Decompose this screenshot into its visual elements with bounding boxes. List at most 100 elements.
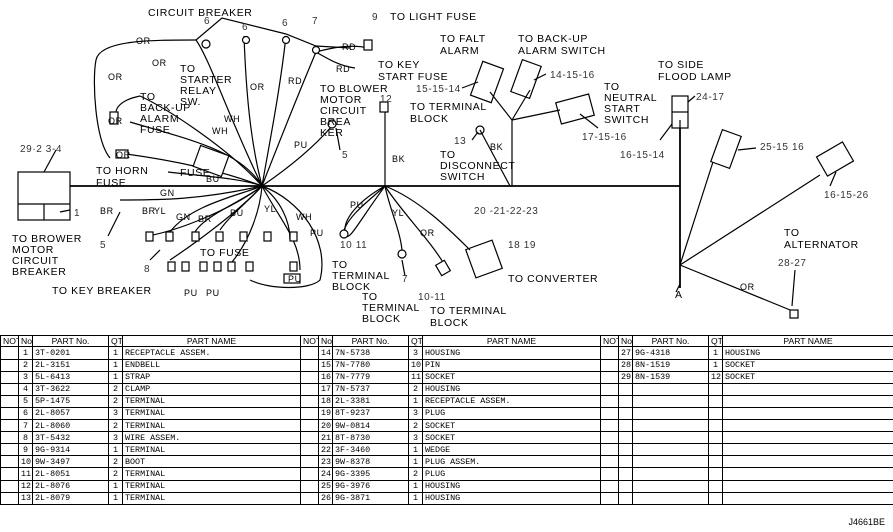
cell-no [618,431,633,445]
svg-text:6: 6 [242,22,248,33]
col-qty: QTY [408,334,423,348]
label-line: TO [440,149,456,161]
svg-text:RD: RD [342,42,356,52]
cell-qty: 3 [408,431,423,445]
cell-no [618,491,633,506]
col-part-name: PART NAME [722,334,893,348]
cell-part-no: 2L-8076 [32,479,109,493]
cell-note [300,455,319,469]
svg-text:PU: PU [310,228,324,238]
cell-note [600,455,619,469]
col-no: No. [318,334,333,348]
svg-text:13: 13 [454,136,466,147]
label-line: NEUTRAL [604,92,657,104]
svg-text:BU: BU [206,174,220,184]
converter-connector [464,239,504,279]
cell-part-no [632,419,709,433]
label-line: TO FALT [440,33,486,45]
svg-text:16-15-14: 16-15-14 [620,150,665,161]
label-line: MOTOR [12,244,54,256]
cell-note [0,406,19,421]
cell-qty [708,431,723,445]
cell-part-no [632,479,709,493]
cell-part-no: 9G-9314 [32,443,109,457]
label-line: START [604,103,640,115]
cell-part-name: WIRE ASSEM. [122,431,301,445]
cell-qty: 1 [408,455,423,469]
cell-qty: 2 [408,419,423,433]
svg-text:OR: OR [250,82,265,92]
cell-no: 23 [318,455,333,469]
cell-qty: 3 [408,406,423,421]
cell-qty: 11 [408,370,423,384]
cell-part-no [632,467,709,481]
svg-text:YL: YL [264,204,276,214]
label-line: BACK-UP [140,102,191,114]
cell-part-no: 8N-1539 [632,370,709,384]
cell-qty: 1 [108,358,123,372]
label-line: TO SIDE [658,59,704,71]
label-line: TO KEY [378,59,420,71]
label-line: BLOCK [332,281,371,293]
label-line: FUSE [96,177,126,189]
cell-part-no: 5L-6413 [32,370,109,384]
cell-qty [708,406,723,421]
cell-qty [708,455,723,469]
svg-text:7: 7 [312,16,318,27]
label-line: BLOCK [362,313,401,325]
cell-qty: 1 [708,358,723,372]
cell-part-name [722,491,893,506]
drawing-code: J4661BE [848,517,885,527]
label-line: SWITCH [604,114,649,126]
cell-no: 18 [318,394,333,408]
cell-no [618,419,633,433]
label-line: BLOCK [430,317,469,329]
col-qty: QTY [108,334,123,348]
cell-part-name: PLUG ASSEM. [422,455,601,469]
svg-text:OR: OR [420,228,435,238]
svg-text:OR: OR [116,150,131,160]
cell-part-no: 9W-8378 [332,455,409,469]
cell-no [618,394,633,408]
cell-note [0,346,19,360]
cell-note [300,419,319,433]
col-note: NOTE [300,334,319,348]
cell-note [0,382,19,396]
cell-no: 22 [318,443,333,457]
cell-part-no: 7N-5737 [332,382,409,396]
label-line: TO [140,91,156,103]
col-note: NOTE [600,334,619,348]
cell-note [600,443,619,457]
cell-part-name: RECEPTACLE ASSEM. [122,346,301,360]
svg-text:OR: OR [108,72,123,82]
label-line: SW. [180,96,201,108]
cell-part-no [632,455,709,469]
fuse-connector [192,144,230,178]
col-no: No. [618,334,633,348]
label-line: TO BACK-UP [518,33,588,45]
cell-part-no: 8T-8730 [332,431,409,445]
label-line: TO [332,259,348,271]
svg-text:5: 5 [100,240,106,251]
svg-text:24-17: 24-17 [696,92,725,103]
cell-no: 16 [318,370,333,384]
col-part-no: PART No. [632,334,709,348]
cell-note [600,382,619,396]
cell-qty: 1 [108,346,123,360]
part-callouts: 6 6 6 7 9 29·2 3-4 1 5 8 5 12 13 15-15-1… [20,12,868,303]
label-line: ALTERNATOR [784,239,859,251]
label-line: KER [320,127,343,139]
cell-part-no [632,443,709,457]
connectors [17,39,855,279]
cell-part-name: SOCKET [422,370,601,384]
